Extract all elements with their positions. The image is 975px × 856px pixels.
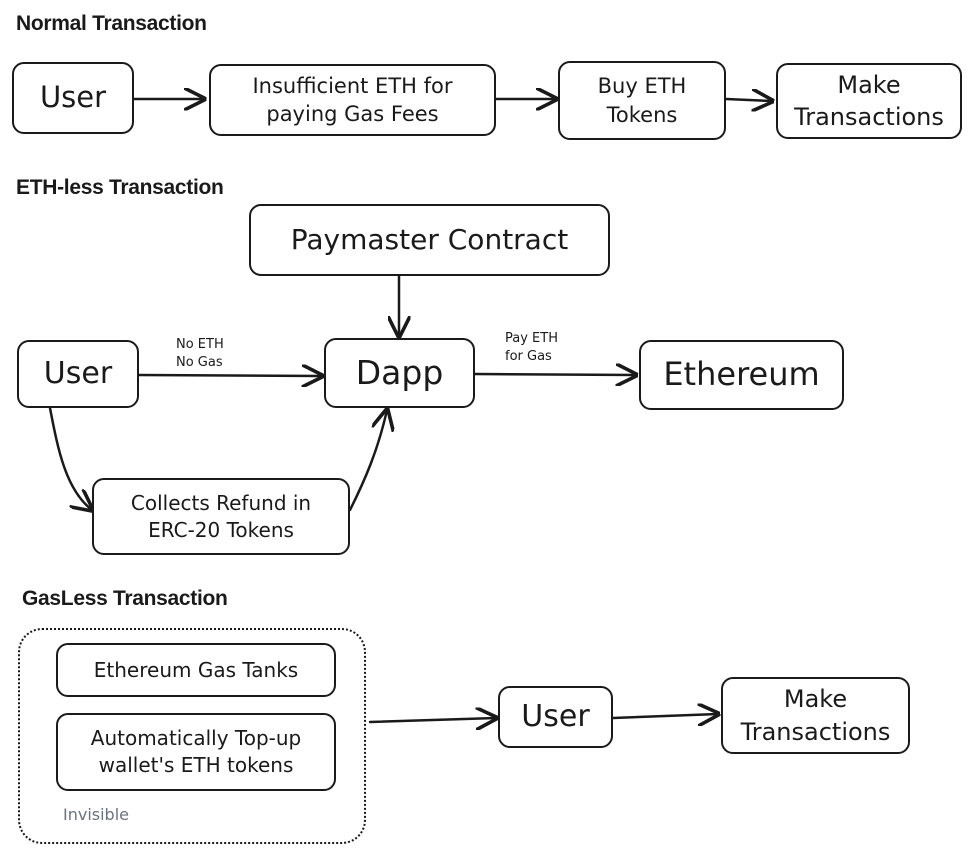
- gasless-make-transactions-box: Make Transactions: [721, 677, 910, 754]
- section-title-normal: Normal Transaction: [16, 12, 207, 35]
- section-title-gasless: GasLess Transaction: [22, 587, 228, 610]
- normal-make-transactions-box: Make Transactions: [776, 63, 962, 139]
- edge-refund-dapp: [348, 410, 387, 512]
- ethless-user-box: User: [17, 340, 139, 408]
- ethereum-box: Ethereum: [639, 340, 844, 410]
- gasless-user-box: User: [498, 686, 613, 748]
- invisible-group: [18, 628, 366, 844]
- label-no-eth-no-gas: No ETH No Gas: [176, 337, 224, 370]
- edge-user-dapp: [137, 375, 322, 376]
- edge-invisible-user: [368, 718, 496, 722]
- label-pay-eth-for-gas: Pay ETH for Gas: [505, 331, 558, 364]
- normal-user-box: User: [12, 62, 134, 134]
- paymaster-contract-box: Paymaster Contract: [249, 204, 610, 276]
- edge-user-make: [611, 714, 718, 718]
- collects-refund-box: Collects Refund in ERC-20 Tokens: [92, 478, 350, 555]
- gas-tanks-box: Ethereum Gas Tanks: [56, 643, 336, 697]
- invisible-label: Invisible: [63, 805, 129, 824]
- insufficient-eth-box: Insufficient ETH for paying Gas Fees: [209, 64, 496, 136]
- edge-buy-make: [724, 99, 772, 101]
- edge-user-refund: [48, 406, 92, 510]
- dapp-box: Dapp: [324, 338, 475, 408]
- auto-topup-box: Automatically Top-up wallet's ETH tokens: [56, 713, 336, 791]
- edge-dapp-ethereum: [473, 374, 636, 375]
- section-title-ethless: ETH-less Transaction: [16, 176, 224, 199]
- buy-eth-box: Buy ETH Tokens: [558, 61, 726, 140]
